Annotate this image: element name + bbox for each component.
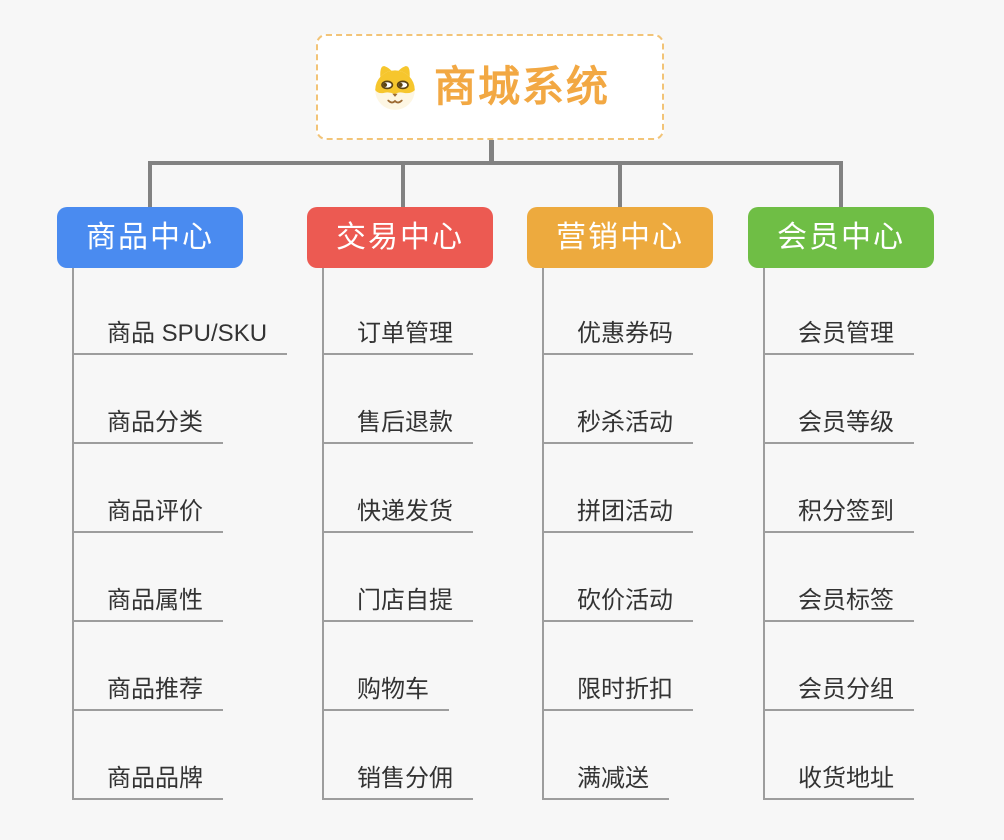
connector-bus <box>148 161 843 165</box>
spine-branch-2 <box>322 268 324 800</box>
leaf-node[interactable]: 限时折扣 <box>542 669 693 711</box>
connector-root-stem <box>489 140 494 165</box>
branch-node-product-center[interactable]: 商品中心 <box>57 207 243 268</box>
leaf-node[interactable]: 会员标签 <box>763 580 914 622</box>
spine-branch-4 <box>763 268 765 800</box>
leaf-node[interactable]: 订单管理 <box>322 313 473 355</box>
leaf-node[interactable]: 会员分组 <box>763 669 914 711</box>
leaf-node[interactable]: 砍价活动 <box>542 580 693 622</box>
leaf-node[interactable]: 拼团活动 <box>542 491 693 533</box>
branch-node-marketing-center[interactable]: 营销中心 <box>527 207 713 268</box>
connector-drop-3 <box>618 161 622 207</box>
leaf-node[interactable]: 售后退款 <box>322 402 473 444</box>
root-title: 商城系统 <box>433 63 610 110</box>
spine-branch-3 <box>542 268 544 800</box>
leaf-node[interactable]: 会员管理 <box>763 313 914 355</box>
root-node-mall-system[interactable]: 商城系统 <box>316 34 664 140</box>
leaf-node[interactable]: 满减送 <box>542 758 669 800</box>
leaf-node[interactable]: 商品品牌 <box>72 758 223 800</box>
leaf-node[interactable]: 商品推荐 <box>72 669 223 711</box>
spine-branch-1 <box>72 268 74 800</box>
leaf-node[interactable]: 会员等级 <box>763 402 914 444</box>
leaf-node[interactable]: 商品分类 <box>72 402 223 444</box>
branch-label: 交易中心 <box>336 220 464 254</box>
leaf-node[interactable]: 积分签到 <box>763 491 914 533</box>
leaf-node[interactable]: 销售分佣 <box>322 758 473 800</box>
leaf-node[interactable]: 快递发货 <box>322 491 473 533</box>
branch-node-member-center[interactable]: 会员中心 <box>748 207 934 268</box>
leaf-node[interactable]: 购物车 <box>322 669 449 711</box>
leaf-node[interactable]: 优惠券码 <box>542 313 693 355</box>
branch-node-trade-center[interactable]: 交易中心 <box>307 207 493 268</box>
leaf-node[interactable]: 门店自提 <box>322 580 473 622</box>
branch-label: 商品中心 <box>86 220 214 254</box>
connector-drop-1 <box>148 161 152 207</box>
connector-drop-4 <box>839 161 843 207</box>
connector-drop-2 <box>401 161 405 207</box>
branch-label: 会员中心 <box>777 220 905 254</box>
dog-face-icon <box>375 66 415 110</box>
leaf-node[interactable]: 秒杀活动 <box>542 402 693 444</box>
leaf-node[interactable]: 收货地址 <box>763 758 914 800</box>
branch-label: 营销中心 <box>556 220 684 254</box>
leaf-node[interactable]: 商品属性 <box>72 580 223 622</box>
leaf-node[interactable]: 商品评价 <box>72 491 223 533</box>
leaf-node[interactable]: 商品 SPU/SKU <box>72 313 288 355</box>
